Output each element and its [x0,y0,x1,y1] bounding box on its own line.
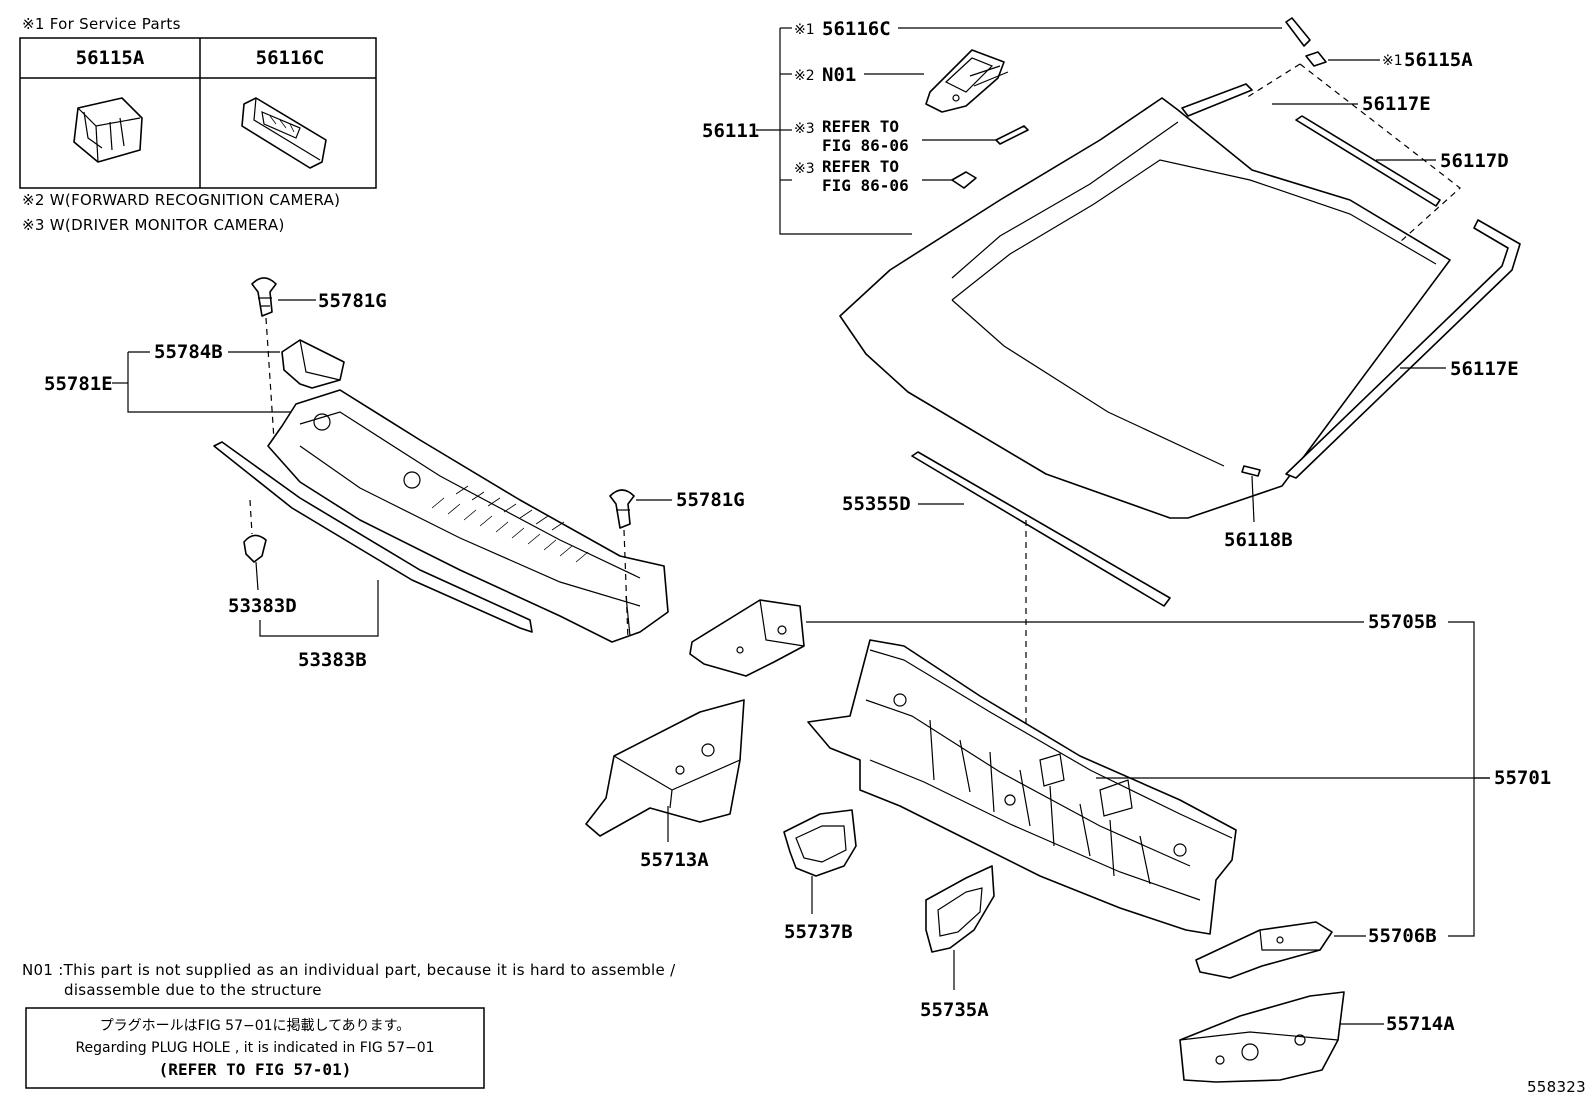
label-55701: 55701 [1494,767,1551,789]
clip-56115A-drawing [73,97,143,163]
label-55714A: 55714A [1386,1013,1455,1035]
part-ref-strip [995,125,1029,145]
label-ref1-line2: FIG 86-06 [822,136,909,155]
part-56118B [1241,465,1261,477]
cowl-top-group: 55781G 55784B 55781E [44,277,745,671]
part-56117E-right [1285,219,1521,479]
part-55735A [925,865,995,953]
cowl-panel-group: 55705B 55701 55706B [585,599,1551,1083]
service-dash-outline [1299,63,1461,243]
part-55784B [281,339,345,389]
part-56116C [1285,17,1311,47]
part-56115A [1305,51,1327,67]
windshield-group: 56111 ※1 56116C ※2 N01 ※3 REFER TO FIG 8… [702,17,1521,760]
label-55735A: 55735A [920,999,989,1021]
part-N01-camera-bracket [925,49,1009,113]
part-56111-windshield-glass [839,97,1451,519]
label-55355D: 55355D [842,493,911,515]
label-55781E: 55781E [44,373,113,395]
label-56117E-top: 56117E [1362,93,1431,115]
part-55781E-cowl-top [267,389,669,643]
note-forward-camera: ※2 W(FORWARD RECOGNITION CAMERA) [22,191,340,209]
label-55781G-right: 55781G [676,489,745,511]
label-56118B: 56118B [1224,529,1293,551]
service-box-label-56116C: 56116C [256,47,325,69]
label-56116C: 56116C [822,18,891,40]
service-box-label-56115A: 56115A [76,47,145,69]
part-55713A [585,699,745,837]
label-56117D: 56117D [1440,150,1509,172]
label-56115A-prefix: ※1 [1382,53,1403,69]
service-parts-box: ※1 For Service Parts 56115A 56116C [19,15,377,189]
figure-number: 558323 [1527,1078,1586,1096]
label-ref2-line1: REFER TO [822,157,899,176]
label-ref2-prefix: ※3 [794,161,815,177]
bracket-56116C-drawing [241,97,327,169]
label-56111: 56111 [702,120,759,142]
part-56117E-top [1181,83,1253,117]
label-56116C-prefix: ※1 [794,22,815,38]
label-56115A: 56115A [1404,49,1473,71]
plug-hole-jp: プラグホールはFIG 57−01に掲載してあります。 [100,1018,411,1034]
label-55713A: 55713A [640,849,709,871]
note-N01-line2: disassemble due to the structure [64,981,322,999]
label-55781G-top: 55781G [318,290,387,312]
part-55781G-top [251,277,277,317]
label-53383B: 53383B [298,649,367,671]
label-53383D: 53383D [228,595,297,617]
part-ref-clip [951,171,977,189]
part-55701-cowl-panel [807,639,1237,935]
part-55355D [911,451,1171,607]
part-55714A [1179,991,1345,1083]
note-driver-camera: ※3 W(DRIVER MONITOR CAMERA) [22,216,285,234]
label-56117E-right: 56117E [1450,358,1519,380]
label-ref1-line1: REFER TO [822,117,899,136]
part-53383B [213,441,533,633]
bottom-notes: N01 :This part is not supplied as an ind… [22,961,676,1089]
part-55705B [689,599,805,677]
label-ref2-line2: FIG 86-06 [822,176,909,195]
part-56117D [1295,115,1441,207]
plug-hole-refer: (REFER TO FIG 57-01) [159,1060,352,1079]
label-55784B: 55784B [154,341,223,363]
label-N01: N01 [822,64,856,86]
label-N01-prefix: ※2 [794,68,815,84]
plug-hole-en: Regarding PLUG HOLE , it is indicated in… [75,1040,434,1056]
label-ref1-prefix: ※3 [794,121,815,137]
service-box-frame [19,37,377,189]
part-55781G-right [609,489,635,529]
label-55706B: 55706B [1368,925,1437,947]
part-55737B [783,809,857,877]
label-55737B: 55737B [784,921,853,943]
part-55706B [1195,921,1333,979]
service-parts-note: ※1 For Service Parts [22,15,181,33]
note-N01-line1: N01 :This part is not supplied as an ind… [22,961,676,979]
plug-hole-box [25,1007,485,1089]
part-53383D [243,534,267,563]
label-55705B: 55705B [1368,611,1437,633]
